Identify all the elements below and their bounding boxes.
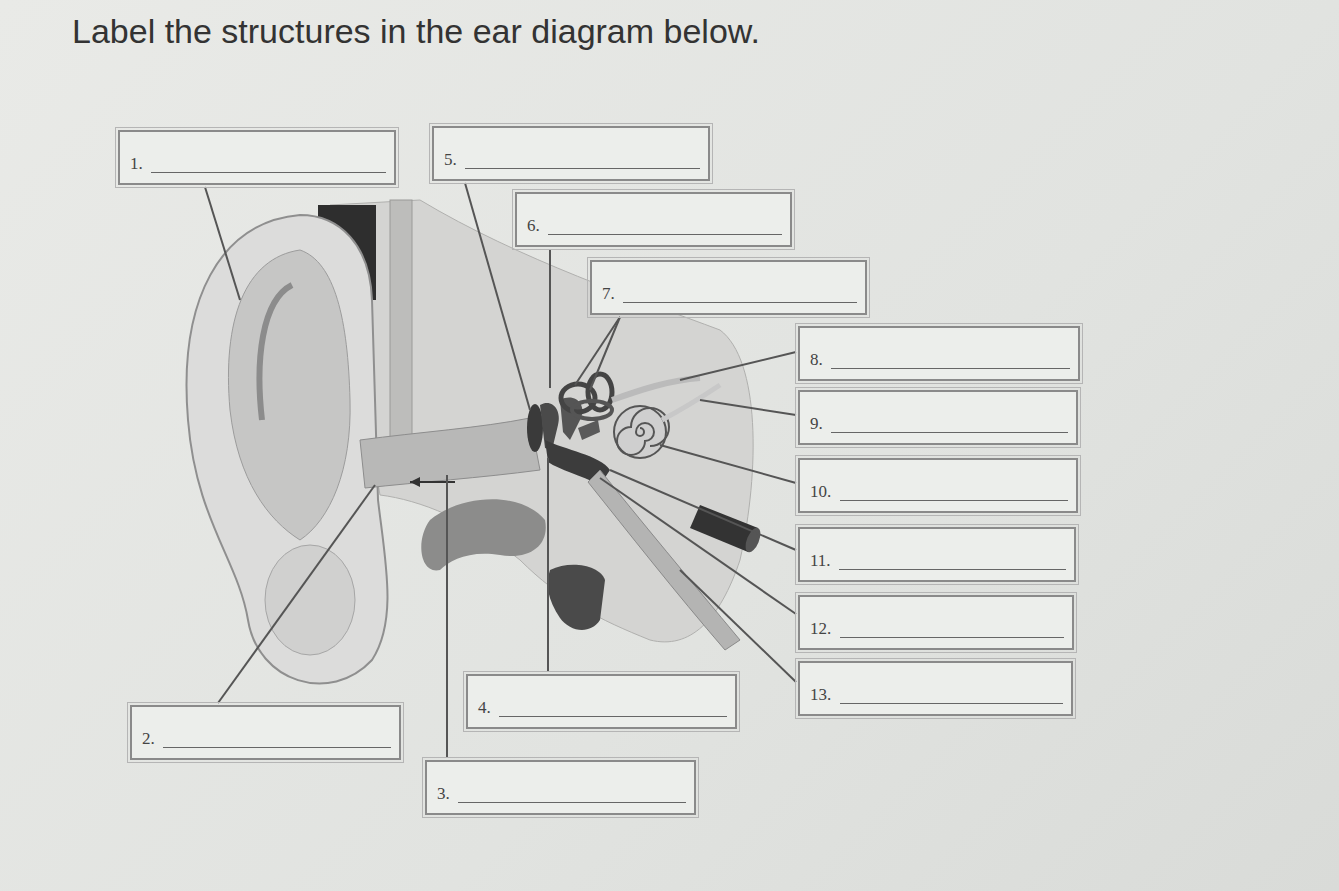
concha <box>228 250 350 540</box>
callout-number: 11. <box>810 551 831 571</box>
ear-canal <box>360 418 540 488</box>
styloid-piece <box>548 565 605 630</box>
label-box: 4. <box>466 674 737 729</box>
answer-blank <box>839 569 1066 570</box>
label-box: 3. <box>425 760 696 815</box>
jaw-piece <box>421 499 545 570</box>
callout-number: 5. <box>444 150 457 170</box>
label-box: 13. <box>798 661 1073 716</box>
semicircular-canal <box>572 401 612 419</box>
label-box: 6. <box>515 192 792 247</box>
label-box: 10. <box>798 458 1078 513</box>
answer-blank <box>465 168 700 169</box>
answer-blank <box>840 500 1068 501</box>
lobule <box>265 545 355 655</box>
label-box: 2. <box>130 705 401 760</box>
callout-number: 4. <box>478 698 491 718</box>
label-box: 12. <box>798 595 1074 650</box>
answer-blank <box>151 172 386 173</box>
callout-number: 10. <box>810 482 831 502</box>
arrowhead <box>410 477 420 487</box>
eardrum <box>527 404 543 452</box>
antihelix <box>260 285 292 420</box>
rod-end <box>743 526 764 555</box>
callout-number: 12. <box>810 619 831 639</box>
label-box: 9. <box>798 390 1078 445</box>
bone-strip <box>390 200 412 450</box>
label-box: 11. <box>798 527 1076 582</box>
answer-blank <box>840 703 1063 704</box>
callout-number: 13. <box>810 685 831 705</box>
callout-number: 6. <box>527 216 540 236</box>
answer-blank <box>548 234 782 235</box>
label-box: 5. <box>432 126 710 181</box>
answer-blank <box>840 637 1064 638</box>
answer-blank <box>831 368 1070 369</box>
answer-blank <box>163 747 391 748</box>
callout-number: 3. <box>437 784 450 804</box>
answer-blank <box>499 716 727 717</box>
label-box: 1. <box>118 130 396 185</box>
title: Label the structures in the ear diagram … <box>72 12 760 51</box>
callout-number: 9. <box>810 414 823 434</box>
pinna <box>187 215 388 684</box>
callout-number: 8. <box>810 350 823 370</box>
nerve <box>612 378 700 400</box>
callout-number: 7. <box>602 284 615 304</box>
label-box: 8. <box>798 326 1080 381</box>
answer-blank <box>623 302 857 303</box>
label-box: 7. <box>590 260 867 315</box>
answer-blank <box>458 802 686 803</box>
callout-number: 2. <box>142 729 155 749</box>
stapes <box>578 420 600 440</box>
cochlea-spiral <box>617 408 669 455</box>
answer-blank <box>831 432 1068 433</box>
callout-number: 1. <box>130 154 143 174</box>
